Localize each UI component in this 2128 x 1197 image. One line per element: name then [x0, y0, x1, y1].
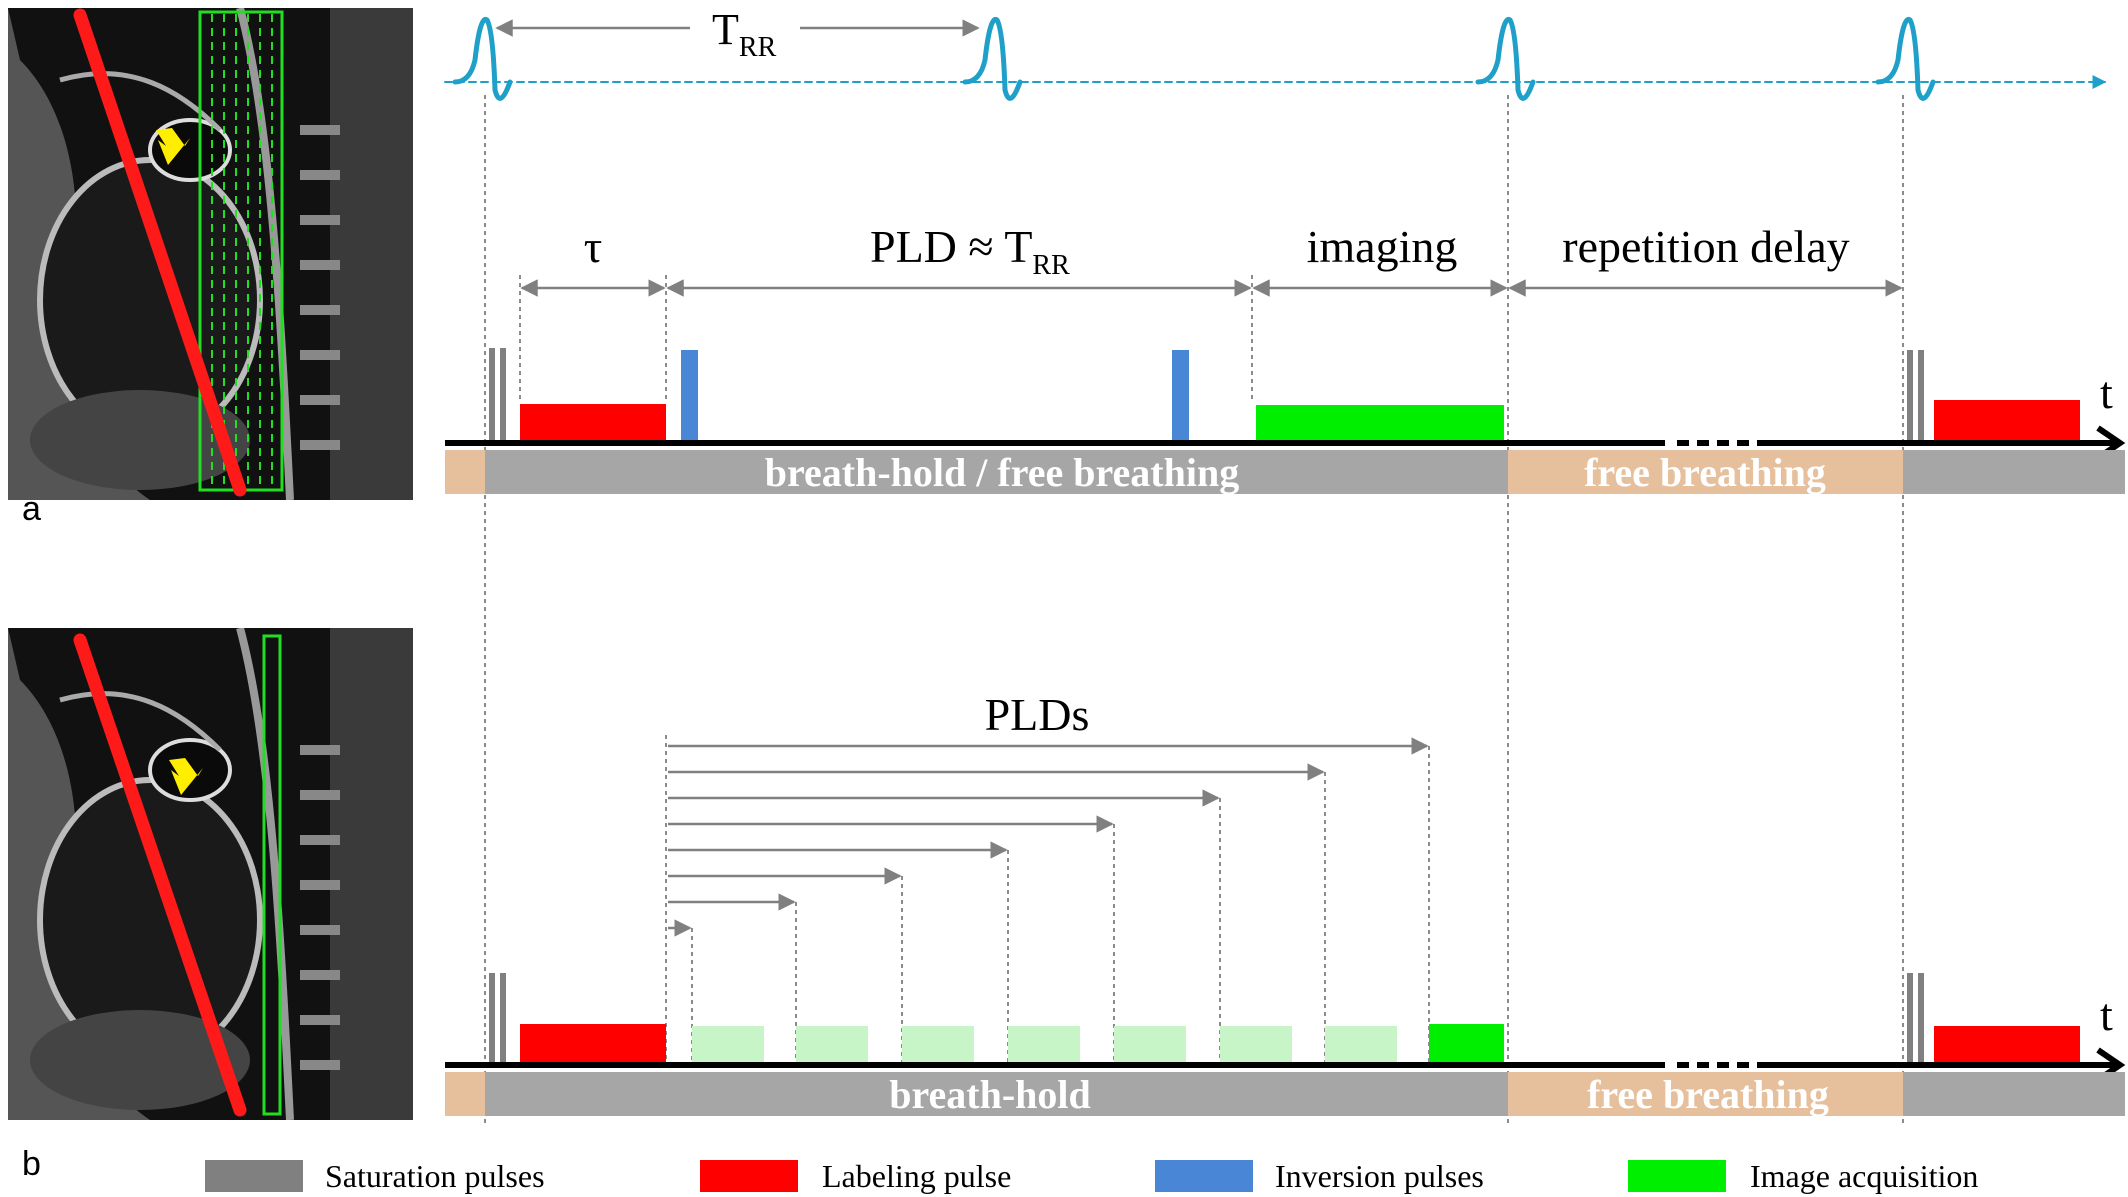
legend-swatch-labeling — [700, 1160, 798, 1192]
t-axis-label: t — [2100, 989, 2113, 1040]
labeling-plane-a — [73, 8, 247, 497]
saturation-pulse — [1907, 973, 1913, 1062]
free-breathing-bar-label: free breathing — [1584, 450, 1826, 495]
legend-swatch-saturation — [205, 1160, 303, 1192]
breath-hold-segment — [485, 450, 1508, 494]
legend-label: Inversion pulses — [1275, 1158, 1484, 1194]
pld-label: PLD ≈ TRR — [870, 221, 1070, 281]
ecg-trace — [444, 17, 2107, 101]
imaging-slice-b — [262, 634, 282, 1116]
repetition-delay-label: repetition delay — [1562, 221, 1849, 272]
saturation-pulse — [500, 348, 506, 442]
yellow-arrow-icon — [156, 128, 190, 165]
legend-swatch-acquisition — [1628, 1160, 1726, 1192]
free-breathing-segment — [445, 1072, 485, 1116]
breath-hold-segment — [1903, 1072, 2125, 1116]
pld-arrows-b — [668, 737, 1429, 937]
legend-label: Labeling pulse — [822, 1158, 1011, 1194]
legend-swatch-inversion — [1155, 1160, 1253, 1192]
saturation-pulse — [1918, 350, 1924, 442]
breath-hold-segment — [485, 1072, 1508, 1116]
image-acquisition-light — [1325, 1026, 1397, 1062]
image-acquisition-light — [902, 1026, 974, 1062]
image-acquisition-light — [692, 1026, 764, 1062]
saturation-pulse — [489, 973, 495, 1062]
tau-label: τ — [584, 221, 603, 272]
image-acquisition — [1429, 1024, 1504, 1062]
saturation-pulse — [489, 348, 495, 442]
saturation-pulse — [1918, 973, 1924, 1062]
time-guides — [484, 95, 1904, 1125]
mri-image-b — [8, 628, 413, 1120]
labeling-pulse — [520, 404, 666, 442]
labeling-pulse — [1934, 1026, 2080, 1062]
yellow-arrow-icon — [169, 758, 203, 795]
imaging-label: imaging — [1307, 221, 1458, 272]
free-breathing-bar-label: free breathing — [1587, 1072, 1829, 1117]
free-breathing-segment — [1508, 1072, 1903, 1116]
mri-image-a — [8, 8, 413, 500]
breath-hold-bar-label: breath-hold / free breathing — [765, 450, 1239, 495]
image-acquisition-light — [1008, 1026, 1080, 1062]
saturation-pulse — [1907, 350, 1913, 442]
labeling-plane-b — [73, 633, 247, 1117]
free-breathing-segment — [445, 450, 485, 494]
image-acquisition-light — [1220, 1026, 1292, 1062]
inversion-pulse — [1172, 350, 1189, 442]
t-axis-label: t — [2100, 367, 2113, 418]
image-acquisition-light — [796, 1026, 868, 1062]
panel-label-a: a — [22, 490, 41, 528]
saturation-pulse — [500, 973, 506, 1062]
legend-label: Saturation pulses — [325, 1158, 545, 1194]
plds-label: PLDs — [985, 689, 1090, 740]
pld-guides-b — [665, 735, 1430, 1062]
legend: Saturation pulses Labeling pulse Inversi… — [205, 1158, 1978, 1194]
image-acquisition-light — [1114, 1026, 1186, 1062]
breath-hold-segment — [1903, 450, 2125, 494]
free-breathing-segment — [1508, 450, 1903, 494]
legend-label: Image acquisition — [1750, 1158, 1978, 1194]
trr-label: TRR — [712, 5, 777, 63]
labeling-pulse — [1934, 400, 2080, 442]
inversion-pulse — [681, 350, 698, 442]
panel-label-b: b — [22, 1145, 41, 1183]
labeling-pulse — [520, 1024, 666, 1062]
breath-hold-bar-label: breath-hold — [889, 1072, 1091, 1117]
image-acquisition — [1256, 405, 1504, 442]
